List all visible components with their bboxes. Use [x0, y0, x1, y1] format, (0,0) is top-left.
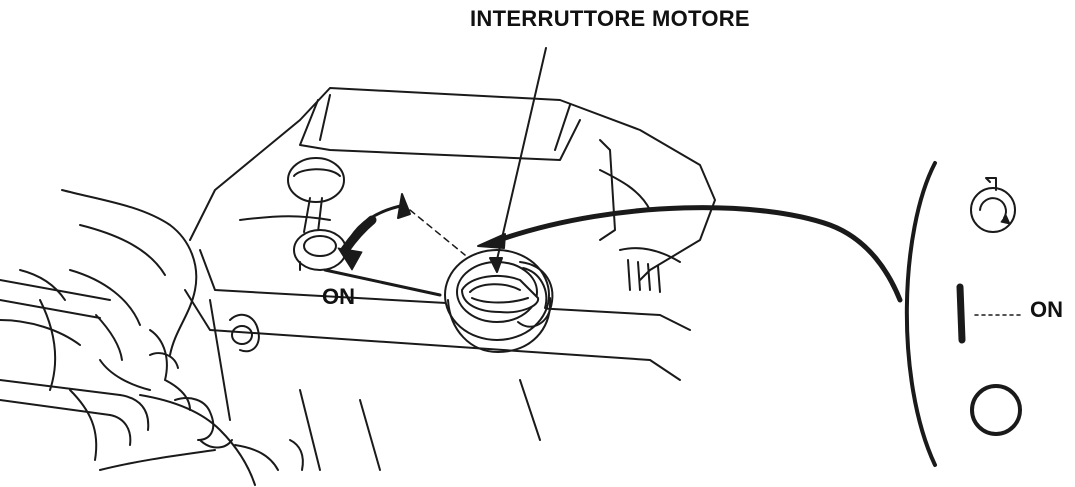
position-bracket — [904, 161, 937, 467]
rotation-arrow — [337, 193, 411, 271]
on-mark-label: ON — [322, 284, 355, 309]
on-reference-line — [323, 268, 442, 297]
start-rotation-icon — [970, 177, 1016, 233]
operator-hand — [0, 189, 304, 486]
engine-panel-outline — [184, 87, 716, 471]
handle-bars — [0, 279, 150, 446]
off-circle-icon — [970, 384, 1022, 436]
engine-switch-label: INTERRUTTORE MOTORE — [470, 6, 750, 31]
dashed-guide-line — [409, 209, 466, 256]
on-position-label: ON — [1030, 297, 1063, 322]
engine-switch-knob — [444, 249, 554, 353]
on-bar-icon — [956, 283, 1025, 344]
title-leader — [489, 47, 547, 273]
choke-lever — [287, 157, 347, 271]
position-leader — [477, 205, 903, 303]
